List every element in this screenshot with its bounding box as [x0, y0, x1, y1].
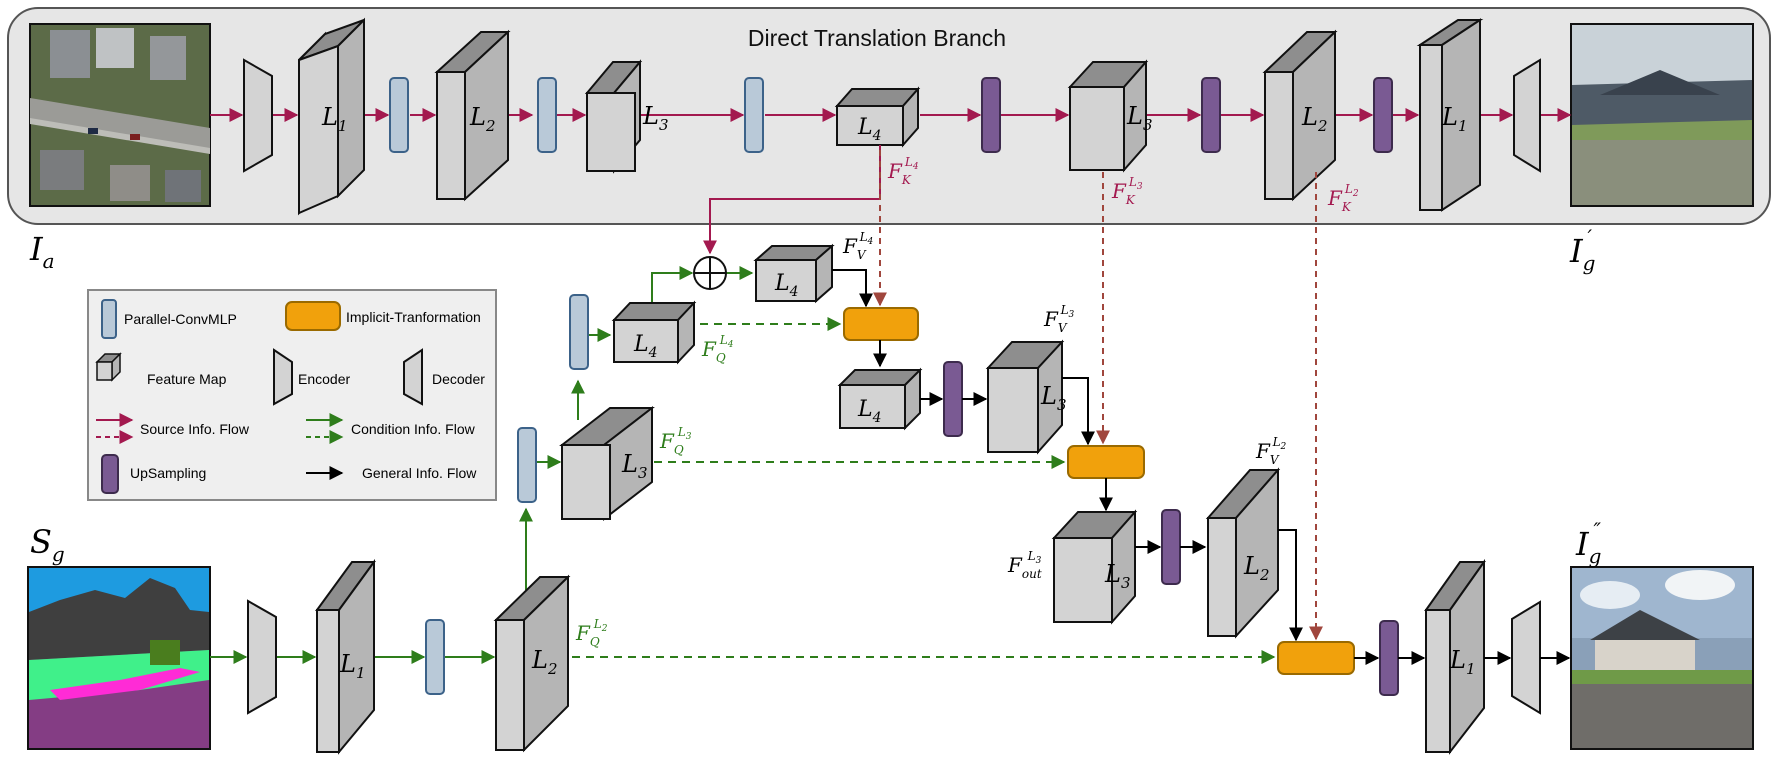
legend-encoder-icon	[273, 348, 293, 406]
layer-label: L1	[1449, 646, 1475, 678]
fq2-label: FQL2	[575, 617, 608, 649]
fout3-label: FoutL3	[1007, 549, 1042, 581]
legend-decoder-label: Decoder	[432, 371, 485, 387]
feature-map-top-l1	[298, 17, 365, 216]
layer-label: L1	[1441, 103, 1467, 135]
feature-map-bottom-l2	[493, 574, 571, 753]
fv4-label: FVL4	[842, 230, 874, 262]
upsampling-mid-1	[943, 361, 963, 437]
upsampling-bottom-1	[1379, 620, 1399, 696]
fv3-arrow	[1062, 377, 1095, 446]
layer-label: L2	[469, 103, 495, 135]
feature-map-bottom-dec-l1	[1424, 558, 1486, 755]
convmlp-top-3	[744, 77, 764, 153]
legend-convmlp-label: Parallel-ConvMLP	[124, 311, 237, 327]
legend-source-label: Source Info. Flow	[140, 421, 250, 437]
legend: Parallel-ConvMLP Implicit-Tranformation …	[87, 289, 497, 501]
legend-upsampling-swatch	[101, 454, 119, 494]
feature-map-top-dec-l3	[1067, 59, 1149, 173]
feature-map-out-l3	[1051, 509, 1138, 625]
fk3-label: FKL3	[1111, 175, 1143, 207]
layer-label: L4	[857, 115, 882, 144]
fv2-label: FVL2	[1255, 435, 1287, 467]
feature-map-mid-l3	[559, 405, 655, 522]
decoder-bottom	[1511, 600, 1541, 715]
semantic-map-image	[27, 566, 211, 750]
feature-map-top-dec-l2	[1262, 29, 1338, 202]
encoder-top	[243, 58, 273, 173]
layer-label: L4	[633, 332, 658, 361]
feature-map-mid-l4	[611, 300, 697, 365]
layer-label: L3	[1040, 382, 1066, 414]
feature-map-up-l3	[985, 339, 1065, 455]
layer-label: L3	[1126, 102, 1152, 134]
feature-map-add-l4	[753, 243, 835, 304]
final-output-label: Ig″	[1575, 518, 1601, 568]
implicit-transform-2	[1067, 445, 1145, 479]
direct-output-image	[1570, 23, 1754, 207]
convmlp-mid-1	[517, 427, 537, 503]
feature-map-out-l4	[837, 367, 923, 431]
convmlp-top-1	[389, 77, 409, 153]
direct-output-label: Ig′	[1569, 225, 1595, 275]
encoder-bottom	[247, 599, 277, 715]
feature-map-up-l2	[1205, 467, 1281, 639]
layer-label: L4	[857, 397, 882, 426]
convmlp-mid-2	[569, 294, 589, 370]
fk2-label: FKL2	[1327, 182, 1359, 214]
fq4-label: FQL4	[701, 333, 734, 365]
aerial-image	[29, 23, 211, 207]
final-output-image	[1570, 566, 1754, 750]
implicit-transform-1	[843, 307, 919, 341]
feature-map-bottom-l1	[315, 558, 376, 755]
layer-label: L3	[642, 102, 668, 134]
feature-map-top-l3	[584, 59, 643, 174]
fv2-arrow	[1278, 529, 1303, 642]
upsampling-top-2	[1201, 77, 1221, 153]
legend-feature-map-label: Feature Map	[147, 371, 227, 387]
upsampling-top-3	[1373, 77, 1393, 153]
upsampling-mid-2	[1161, 509, 1181, 585]
layer-label: L2	[531, 646, 557, 678]
feature-map-top-dec-l1	[1416, 18, 1484, 212]
fq3-label: FQL3	[659, 425, 692, 457]
feature-labels: FKL4 FKL3 FKL2 FVL4 FVL3 FVL2 FQL4 FQL3 …	[575, 155, 1359, 649]
legend-feature-map-icon	[95, 352, 122, 382]
decoder-top	[1513, 58, 1541, 173]
layer-label: L3	[1104, 560, 1130, 592]
legend-encoder-label: Encoder	[298, 371, 350, 387]
legend-implicit-swatch	[285, 301, 341, 331]
feature-map-top-l4	[834, 86, 921, 148]
implicit-transform-3	[1277, 641, 1355, 675]
convmlp-bottom-1	[425, 619, 445, 695]
legend-decoder-icon	[403, 348, 423, 406]
layer-label: L3	[621, 450, 647, 482]
branch-title: Direct Translation Branch	[748, 25, 1006, 51]
legend-implicit-label: Implicit-Tranformation	[346, 309, 481, 325]
fk4-label: FKL4	[887, 155, 919, 187]
feature-map-top-l2	[434, 29, 511, 202]
layer-label: L1	[339, 650, 365, 682]
layer-label: L2	[1301, 103, 1327, 135]
layer-label: L1	[321, 103, 347, 135]
legend-general-label: General Info. Flow	[362, 465, 477, 481]
legend-convmlp-swatch	[101, 299, 117, 339]
fv3-label: FVL3	[1043, 303, 1075, 335]
convmlp-top-2	[537, 77, 557, 153]
layer-label: L4	[774, 271, 799, 300]
legend-upsampling-label: UpSampling	[130, 465, 206, 481]
legend-condition-label: Condition Info. Flow	[351, 421, 476, 437]
layer-label: L2	[1243, 552, 1269, 584]
fv4-arrow	[832, 269, 873, 308]
semantic-map-label: Sg	[30, 523, 65, 566]
upsampling-top-1	[981, 77, 1001, 153]
aerial-image-label: Ia	[29, 230, 55, 273]
